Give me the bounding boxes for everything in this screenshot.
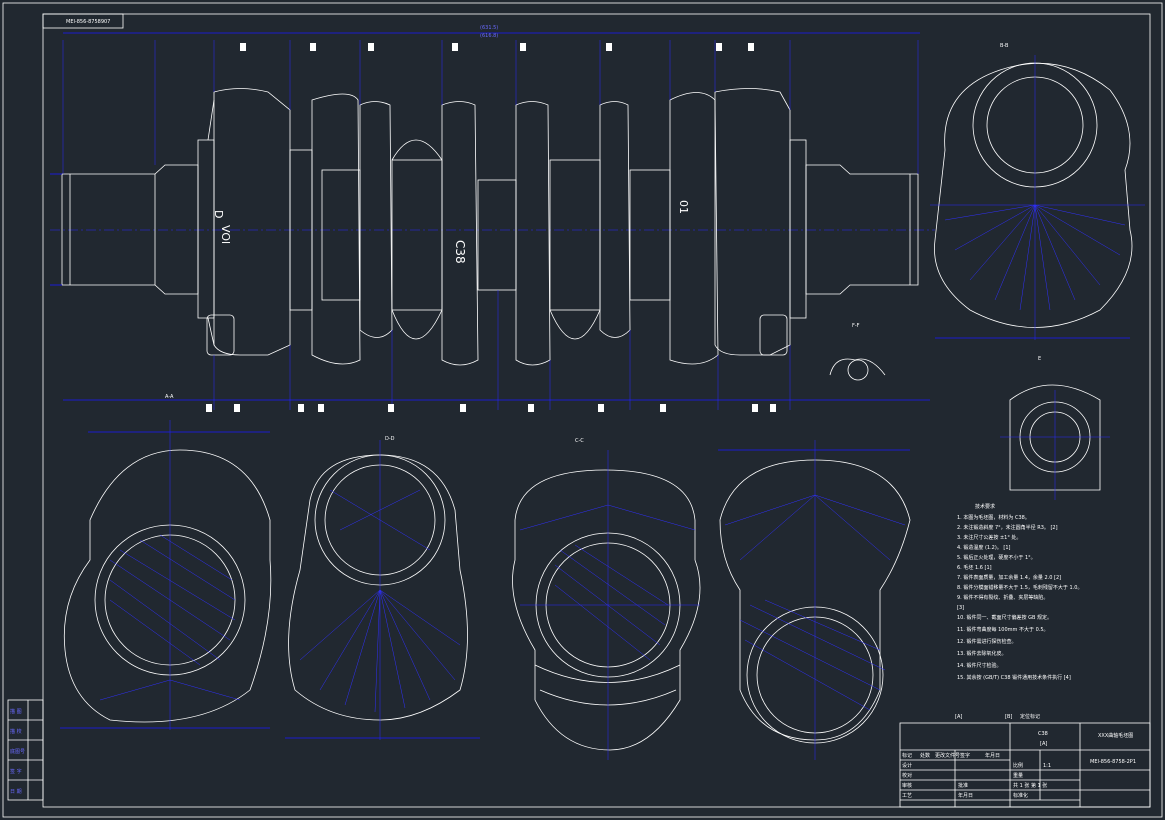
left-strip: 描 图 描 校 底图号 签 字 日 期 [7, 699, 44, 801]
title-sheet: 共 1 张 第 1 张 [1013, 782, 1047, 789]
left-strip-label: 日 期 [10, 789, 22, 795]
title-row-label: 更改文件号 [935, 752, 960, 759]
section-bb: B-B [930, 43, 1145, 340]
title-date: 年月日 [958, 792, 973, 799]
title-top-b: [B] [1005, 714, 1012, 720]
note-line: 10. 锻件同一、截面尺寸偏差按 GB 规定。 [957, 614, 1052, 621]
title-process: 工艺 [902, 793, 912, 799]
note-line: 8. 锻件分模面错移量不大于 1.5，毛刺残留不大于 1.0。 [957, 584, 1082, 591]
note-line: 15. 其余按 (GB/T) C38 锻件通用技术条件执行 [4] [957, 674, 1071, 681]
left-strip-label: 描 图 [10, 708, 22, 715]
title-top-c: 定位标记 [1020, 713, 1040, 720]
note-line: 7. 锻件表面质量，加工余量 1.4，余量 2.0 [2] [957, 574, 1061, 581]
title-drawing-number: MEI-856-8758-2P1 [1090, 759, 1136, 765]
section-e: E [1000, 356, 1110, 500]
section-dd-label: D-D [385, 436, 395, 442]
crankshaft-main-view: (631.5) (616.8) [50, 25, 935, 412]
note-line: 9. 锻件不得有裂纹、折叠、夹层等缺陷。 [957, 594, 1048, 601]
section-aa-label: A-A [165, 394, 174, 400]
note-line: 14. 锻件尺寸检验。 [957, 662, 1002, 669]
note-line: 11. 锻件弯曲度每 100mm 不大于 0.5。 [957, 626, 1049, 633]
title-row-label: 标记 [902, 752, 912, 759]
overall-dim-2: (616.8) [480, 33, 498, 39]
title-row-label: 处数 [920, 752, 930, 759]
note-line: 1. 本图为毛坯图，材料为 C38。 [957, 514, 1030, 521]
note-line: 3. 未注尺寸公差按 ±1° 处。 [957, 534, 1021, 541]
title-drawing-title: XXX曲轴毛坯图 [1098, 732, 1133, 739]
title-material: C38 [1038, 731, 1048, 737]
section-dd: D-D [285, 436, 480, 740]
note-line: 13. 锻件去除氧化皮。 [957, 650, 1007, 657]
note-line: 6. 毛坯 1.6 [1] [957, 564, 992, 571]
section-cc-label: C-C [575, 438, 584, 444]
mark-b: VOl [219, 225, 232, 244]
section-ff: F-F [829, 323, 886, 381]
section-456 [718, 440, 911, 760]
title-scale-label: 比例 [1013, 762, 1023, 769]
left-strip-label: 签 字 [10, 768, 22, 775]
mark-d: 01 [677, 200, 690, 214]
title-checker: 校对 [902, 772, 912, 779]
mark-a: D [212, 210, 225, 218]
title-designer: 设计 [902, 762, 912, 769]
notes-title: 技术要求 [975, 503, 995, 510]
section-cc: C-C [512, 438, 701, 760]
note-line: 12. 锻件需进行探伤检查。 [957, 638, 1017, 645]
title-approver: 批准 [958, 782, 968, 789]
inner-border [42, 13, 1151, 808]
title-block: [A] [B] 定位标记 C38 [A] XXX曲轴毛坯图 MEI-856-87… [899, 713, 1151, 808]
title-row-label: 签字 [960, 752, 970, 759]
section-aa: A-A [60, 394, 272, 730]
left-strip-label: 底图号 [10, 748, 25, 755]
section-e-label: E [1038, 356, 1041, 362]
note-line: [3] [957, 605, 964, 611]
left-strip-label: 描 校 [10, 728, 22, 735]
note-line: 2. 未注锻造斜度 7°，未注圆角半径 R3。 [2] [957, 524, 1058, 531]
title-weight-label: 重量 [1013, 772, 1023, 779]
title-scale: 1:1 [1043, 763, 1051, 769]
top-left-tag: MEI-856-8758907 [66, 19, 110, 25]
note-line: 4. 锻造温度 (1.2)。 [1] [957, 544, 1011, 551]
section-bb-label: B-B [1000, 43, 1009, 49]
title-top-a: [A] [955, 714, 962, 720]
title-reviewer: 审核 [902, 782, 912, 789]
title-material-sub: [A] [1040, 741, 1047, 747]
technical-notes: 技术要求 1. 本图为毛坯图，材料为 C38。 2. 未注锻造斜度 7°，未注圆… [957, 503, 1082, 681]
note-line: 5. 锻后正火处理，硬度不小于 1°。 [957, 554, 1036, 561]
title-standard: 标准化 [1013, 792, 1028, 799]
section-ff-label: F-F [852, 323, 860, 329]
title-row-label: 年月日 [985, 752, 1000, 759]
mark-c: C38 [453, 240, 467, 264]
top-left-tag-box [42, 13, 124, 29]
overall-dim-1: (631.5) [480, 25, 498, 31]
